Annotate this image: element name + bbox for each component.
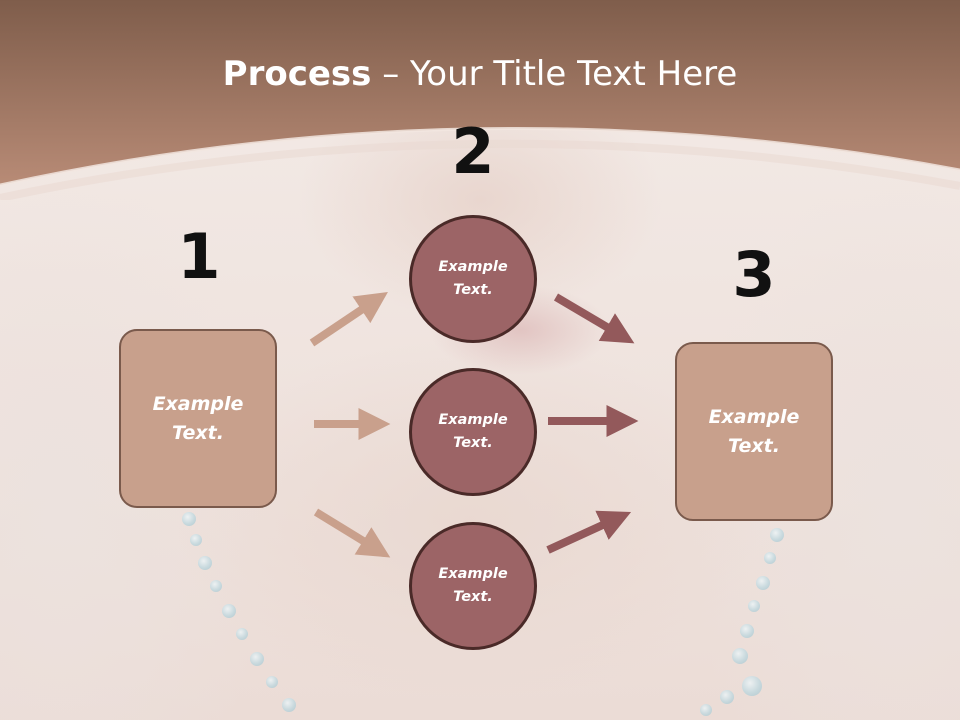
arrow-1-to-2a	[309, 291, 388, 347]
title-rest: Your Title Text Here	[410, 54, 738, 94]
step-number-2: 2	[451, 115, 495, 188]
step-2-circle-1-text: Example Text.	[438, 259, 508, 298]
step-1-box[interactable]: Example Text.	[119, 329, 277, 508]
step-2-circle-3-text: Example Text.	[438, 566, 508, 605]
step-2-circle-3[interactable]: Example Text.	[409, 522, 537, 650]
arrow-2a-to-3	[553, 293, 635, 344]
arrow-2c-to-3	[546, 510, 632, 554]
title-separator: –	[371, 54, 411, 94]
step-2-circle-2[interactable]: Example Text.	[409, 368, 537, 496]
step-number-1: 1	[177, 220, 221, 293]
step-3-text: Example Text.	[708, 405, 800, 457]
slide-title: Process – Your Title Text Here	[0, 52, 960, 96]
step-1-text: Example Text.	[152, 392, 244, 444]
step-number-3: 3	[732, 238, 776, 311]
arrow-1-to-2c	[313, 508, 391, 558]
title-banner	[0, 0, 960, 200]
step-3-box[interactable]: Example Text.	[675, 342, 833, 521]
step-2-circle-2-text: Example Text.	[438, 412, 508, 451]
step-2-circle-1[interactable]: Example Text.	[409, 215, 537, 343]
title-bold: Process	[222, 54, 372, 94]
